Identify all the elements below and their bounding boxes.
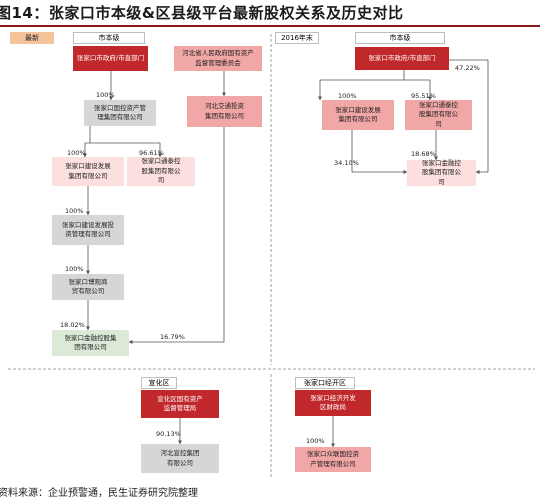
percent-label: 90.13%	[156, 430, 181, 438]
city-government-node-right: 张家口市政府/市直部门	[355, 47, 449, 70]
percent-label: 100%	[338, 92, 357, 100]
percent-label: 100%	[306, 437, 325, 445]
city-government-node-left: 张家口市政府/市直部门	[73, 46, 148, 71]
percent-label: 100%	[67, 149, 86, 157]
percent-label: 96.61%	[139, 149, 164, 157]
percent-label: 100%	[96, 91, 115, 99]
percent-label: 100%	[65, 207, 84, 215]
percent-label: 100%	[65, 265, 84, 273]
percent-label: 18.68%	[411, 150, 436, 158]
percent-label: 18.02%	[60, 321, 85, 329]
zjk-tongtai-holding-node-right: 张家口通泰控股集团有限公司	[405, 100, 472, 130]
zjk-financial-holding-node-right: 张家口金融控股集团有限公司	[407, 159, 476, 186]
zjk-boguan-trading-node: 张家口博观商贸有限公司	[52, 274, 124, 300]
source-note: 资料来源：企业预警通，民生证券研究院整理	[0, 488, 198, 499]
econ-zone-tag: 张家口经开区	[295, 377, 355, 389]
zjk-financial-holding-node-left: 张家口金融控股集团有限公司	[52, 330, 129, 356]
zjk-construction-development-node-left: 张家口建设发展集团有限公司	[52, 157, 124, 186]
latest-tag: 最新	[10, 32, 54, 44]
percent-label: 16.79%	[160, 333, 185, 341]
zjk-state-asset-group-node: 张家口国控资产管理集团有限公司	[84, 100, 156, 126]
city-level-tag-right: 市本级	[355, 32, 445, 44]
xuanhua-sasac-node: 宣化区国有资产监督管理局	[141, 390, 219, 418]
city-level-tag-left: 市本级	[73, 32, 145, 44]
hebei-xuankong-group-node: 河北宣控集团有限公司	[141, 444, 219, 473]
percent-label: 47.22%	[455, 64, 480, 72]
percent-label: 95.51%	[411, 92, 436, 100]
zjk-tongtai-holding-node-left: 张家口通泰控股集团有限公司	[127, 157, 195, 186]
percent-label: 34.10%	[334, 159, 359, 167]
figure-title: 图14：张家口市本级&区县级平台最新股权关系及历史对比	[0, 4, 404, 22]
xuanhua-tag: 宣化区	[141, 377, 177, 389]
hebei-sasac-node: 河北省人民政府国有资产监督管理委员会	[174, 46, 262, 71]
title-rule	[0, 25, 540, 27]
zjk-zhongchuang-asset-node: 张家口众联国控资产管理有限公司	[295, 447, 371, 472]
zjk-construction-asset-management-node: 张家口建设发展投资管理有限公司	[52, 215, 124, 245]
history-2016-tag: 2016年末	[275, 32, 319, 44]
zjk-construction-development-node-right: 张家口建设发展集团有限公司	[322, 100, 394, 130]
econ-zone-finance-bureau-node: 张家口经济开发区财政局	[295, 390, 371, 416]
hebei-transport-investment-node: 河北交通投资集团有限公司	[187, 96, 262, 127]
